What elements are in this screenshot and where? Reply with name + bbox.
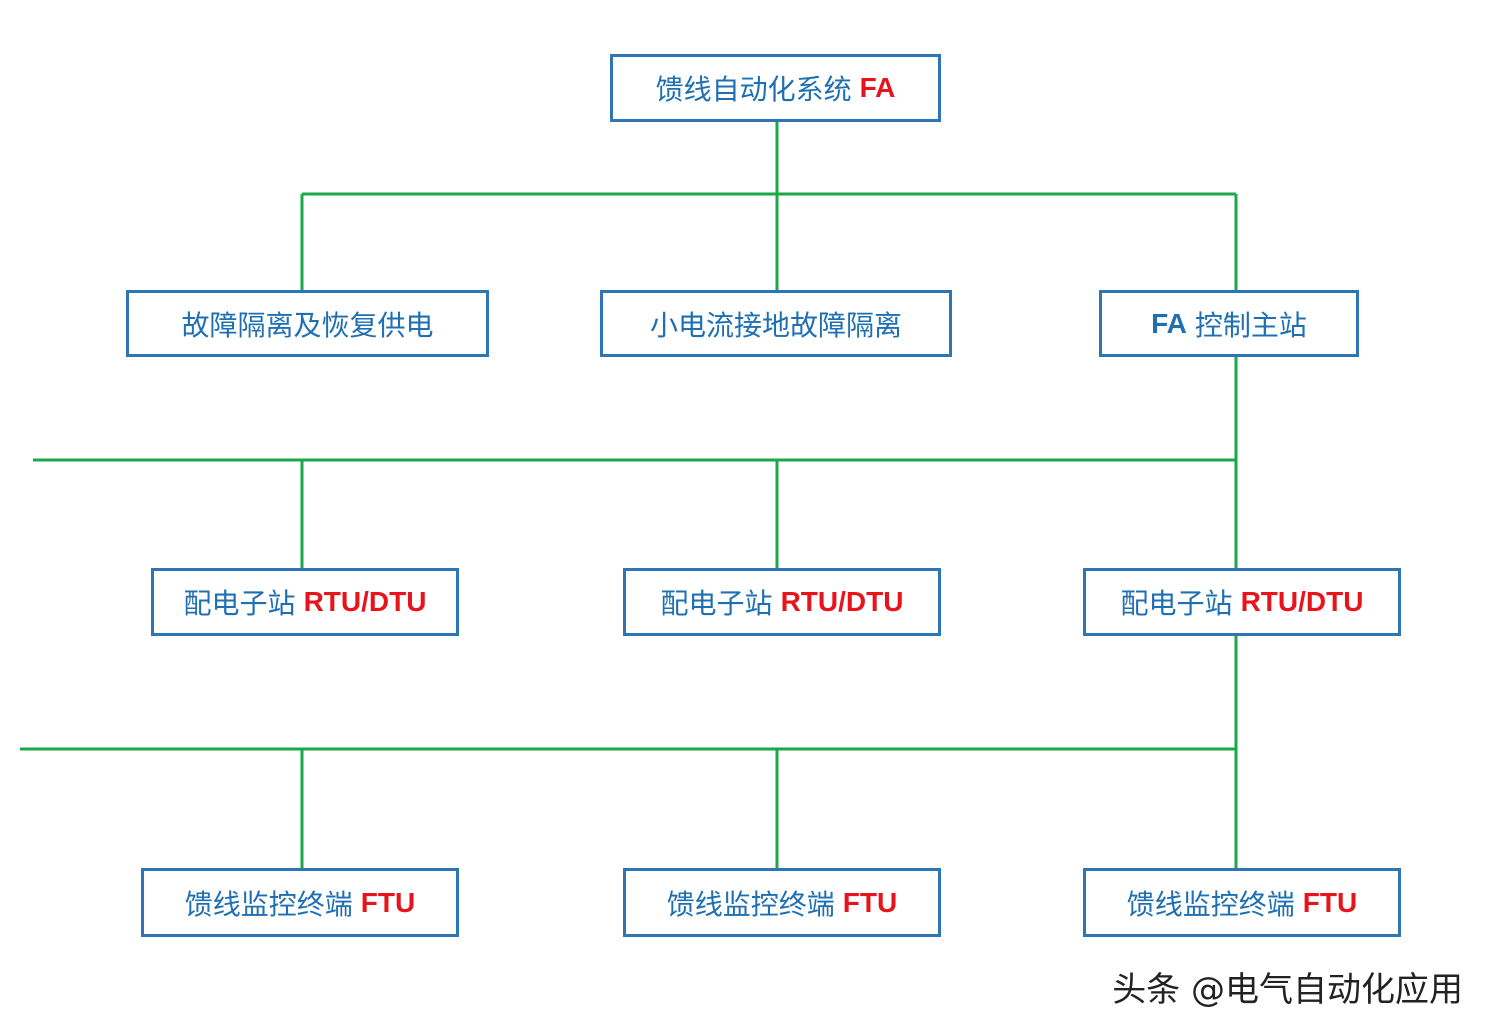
node-label-code: RTU/DTU [303, 586, 427, 617]
node-label: 配电子站 [1120, 587, 1233, 620]
node-label: 配电子站 [660, 587, 773, 620]
node-label: 馈线监控终端 [1126, 887, 1295, 921]
node-fault-isolation-restore: 故障隔离及恢复供电 [126, 290, 489, 357]
node-label: 小电流接地故障隔离 [649, 308, 902, 342]
node-label-code: FA [859, 72, 896, 103]
node-label-code: FTU [1302, 886, 1358, 918]
node-label-code: RTU/DTU [780, 586, 904, 617]
node-label-code: FTU [842, 886, 898, 918]
node-label-code: FA [1151, 307, 1187, 339]
node-label: 馈线自动化系统 [655, 73, 852, 106]
node-label-code: RTU/DTU [1240, 586, 1364, 617]
node-label: 馈线监控终端 [666, 887, 835, 921]
node-label: 配电子站 [183, 587, 296, 620]
node-label: 故障隔离及恢复供电 [181, 308, 434, 342]
node-label: 馈线监控终端 [184, 887, 353, 921]
node-small-current-grounding: 小电流接地故障隔离 [600, 290, 952, 357]
node-label: 控制主站 [1194, 308, 1307, 342]
watermark: 头条 @电气自动化应用 [1112, 970, 1463, 1010]
node-label-code: FTU [360, 886, 416, 918]
